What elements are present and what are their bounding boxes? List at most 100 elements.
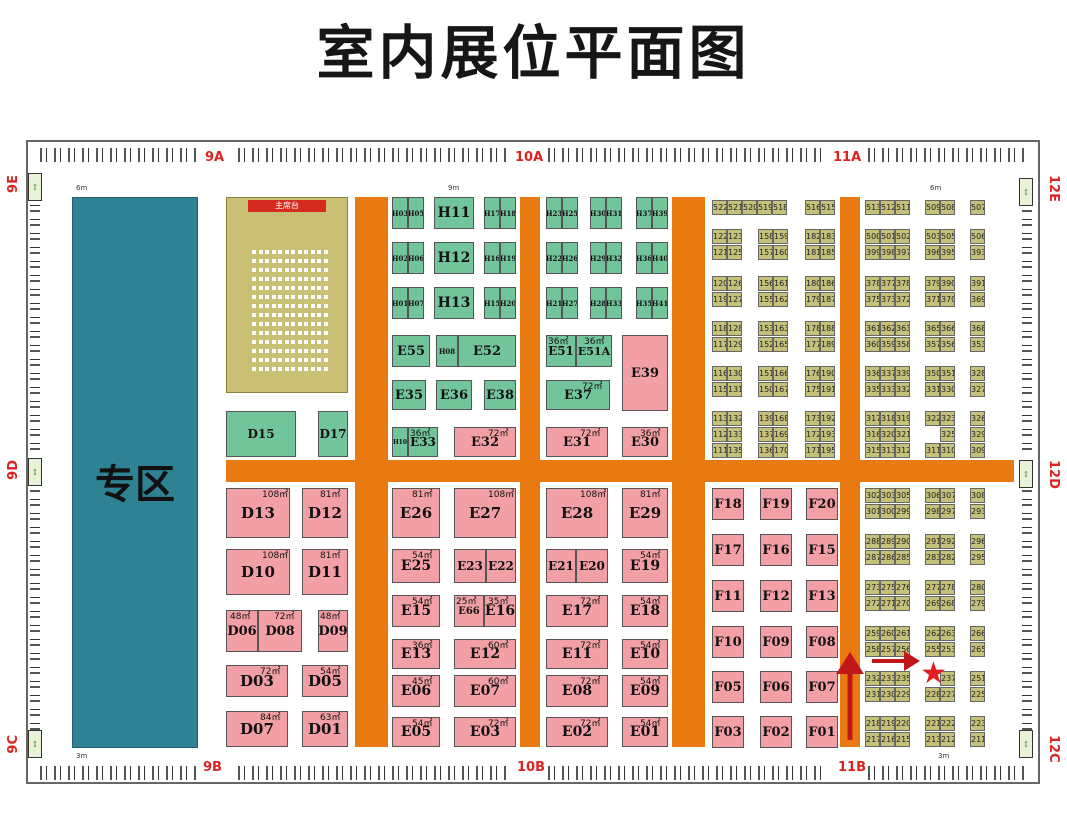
- small-booth[interactable]: 190: [820, 366, 835, 381]
- booth-d07[interactable]: D07: [226, 711, 288, 747]
- booth-e21[interactable]: E21: [546, 549, 576, 583]
- booth-e31[interactable]: E31: [546, 427, 608, 457]
- booth-e19[interactable]: E19: [622, 549, 668, 583]
- small-booth[interactable]: 365: [925, 321, 940, 336]
- booth-d10[interactable]: D10: [226, 549, 290, 595]
- booth-f18[interactable]: F18: [712, 488, 744, 520]
- booth-f19[interactable]: F19: [760, 488, 792, 520]
- small-booth[interactable]: 270: [895, 596, 910, 611]
- small-booth[interactable]: 217: [865, 732, 880, 747]
- booth-h06[interactable]: H06: [408, 242, 424, 274]
- booth-h30[interactable]: H30: [590, 197, 606, 229]
- small-booth[interactable]: 185: [820, 245, 835, 260]
- small-booth[interactable]: 336: [865, 366, 880, 381]
- small-booth[interactable]: 168: [773, 411, 788, 426]
- booth-d15[interactable]: D15: [226, 411, 296, 457]
- booth-e51[interactable]: E51: [546, 335, 576, 367]
- small-booth[interactable]: 269: [925, 596, 940, 611]
- small-booth[interactable]: 513: [865, 200, 880, 215]
- booth-h07[interactable]: H07: [408, 287, 424, 319]
- small-booth[interactable]: 221: [925, 716, 940, 731]
- small-booth[interactable]: 275: [880, 580, 895, 595]
- booth-h20[interactable]: H20: [500, 287, 516, 319]
- booth-e07[interactable]: E07: [454, 675, 516, 707]
- small-booth[interactable]: 253: [940, 642, 955, 657]
- small-booth[interactable]: 397: [895, 245, 910, 260]
- small-booth[interactable]: 222: [940, 716, 955, 731]
- booth-f01[interactable]: F01: [806, 716, 838, 748]
- small-booth[interactable]: 155: [758, 292, 773, 307]
- small-booth[interactable]: 337: [880, 366, 895, 381]
- small-booth[interactable]: 300: [880, 504, 895, 519]
- small-booth[interactable]: 307: [940, 488, 955, 503]
- booth-e27[interactable]: E27: [454, 488, 516, 538]
- small-booth[interactable]: 313: [880, 443, 895, 458]
- small-booth[interactable]: 297: [940, 504, 955, 519]
- booth-d03[interactable]: D03: [226, 665, 288, 697]
- small-booth[interactable]: 163: [773, 321, 788, 336]
- booth-h39[interactable]: H39: [652, 197, 668, 229]
- booth-h25[interactable]: H25: [562, 197, 578, 229]
- small-booth[interactable]: 306: [925, 488, 940, 503]
- small-booth[interactable]: 225: [970, 687, 985, 702]
- booth-e10[interactable]: E10: [622, 639, 668, 669]
- small-booth[interactable]: 318: [880, 411, 895, 426]
- small-booth[interactable]: 371: [925, 292, 940, 307]
- booth-h41[interactable]: H41: [652, 287, 668, 319]
- booth-e03[interactable]: E03: [454, 717, 516, 747]
- small-booth[interactable]: 115: [712, 382, 727, 397]
- booth-h05[interactable]: H05: [408, 197, 424, 229]
- booth-f06[interactable]: F06: [760, 671, 792, 703]
- small-booth[interactable]: 503: [925, 229, 940, 244]
- small-booth[interactable]: 259: [865, 626, 880, 641]
- small-booth[interactable]: 373: [880, 292, 895, 307]
- booth-f13[interactable]: F13: [806, 580, 838, 612]
- small-booth[interactable]: 219: [880, 716, 895, 731]
- small-booth[interactable]: 522: [712, 200, 727, 215]
- small-booth[interactable]: 288: [865, 534, 880, 549]
- booth-e66[interactable]: E66: [454, 595, 484, 627]
- small-booth[interactable]: 362: [880, 321, 895, 336]
- small-booth[interactable]: 116: [712, 366, 727, 381]
- small-booth[interactable]: 316: [865, 427, 880, 442]
- booth-e33[interactable]: E33: [408, 427, 438, 457]
- booth-d09[interactable]: D09: [318, 610, 348, 652]
- booth-e08[interactable]: E08: [546, 675, 608, 707]
- booth-d13[interactable]: D13: [226, 488, 290, 538]
- booth-h03[interactable]: H03: [392, 197, 408, 229]
- booth-h37[interactable]: H37: [636, 197, 652, 229]
- small-booth[interactable]: 191: [820, 382, 835, 397]
- small-booth[interactable]: 317: [865, 411, 880, 426]
- small-booth[interactable]: 339: [895, 366, 910, 381]
- small-booth[interactable]: 111: [712, 443, 727, 458]
- booth-h26[interactable]: H26: [562, 242, 578, 274]
- small-booth[interactable]: 263: [940, 626, 955, 641]
- booth-h02[interactable]: H02: [392, 242, 408, 274]
- small-booth[interactable]: 289: [880, 534, 895, 549]
- small-booth[interactable]: 322: [925, 411, 940, 426]
- booth-f20[interactable]: F20: [806, 488, 838, 520]
- booth-e12[interactable]: E12: [454, 639, 516, 669]
- small-booth[interactable]: 360: [865, 337, 880, 352]
- small-booth[interactable]: 331: [925, 382, 940, 397]
- booth-f03[interactable]: F03: [712, 716, 744, 748]
- small-booth[interactable]: 296: [970, 534, 985, 549]
- small-booth[interactable]: 308: [970, 488, 985, 503]
- small-booth[interactable]: 519: [757, 200, 772, 215]
- small-booth[interactable]: 120: [712, 276, 727, 291]
- small-booth[interactable]: 379: [925, 276, 940, 291]
- booth-d11[interactable]: D11: [302, 549, 348, 595]
- small-booth[interactable]: 301: [865, 504, 880, 519]
- booth-f17[interactable]: F17: [712, 534, 744, 566]
- small-booth[interactable]: 271: [880, 596, 895, 611]
- small-booth[interactable]: 520: [742, 200, 757, 215]
- small-booth[interactable]: 126: [727, 276, 742, 291]
- small-booth[interactable]: 280: [970, 580, 985, 595]
- small-booth[interactable]: 129: [727, 337, 742, 352]
- booth-e52[interactable]: E52: [458, 335, 516, 367]
- small-booth[interactable]: 152: [758, 337, 773, 352]
- small-booth[interactable]: 368: [970, 321, 985, 336]
- small-booth[interactable]: 128: [727, 321, 742, 336]
- booth-d12[interactable]: D12: [302, 488, 348, 538]
- booth-e38[interactable]: E38: [484, 380, 516, 410]
